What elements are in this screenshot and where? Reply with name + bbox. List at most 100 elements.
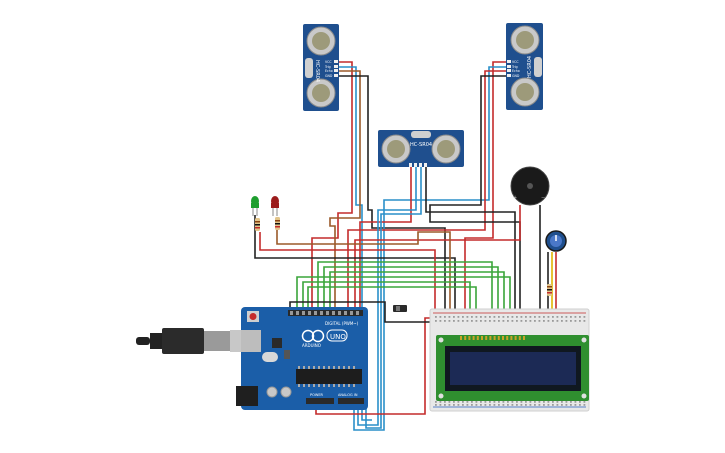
breadboard-hole <box>448 404 451 406</box>
wire-s2-echo[interactable] <box>347 70 506 315</box>
led-green[interactable] <box>251 196 259 216</box>
ultrasonic-sensor-1[interactable]: HC-SR04 VCC Trig Echo GND <box>303 24 339 111</box>
breadboard-hole <box>552 404 554 406</box>
breadboard-hole <box>583 316 586 318</box>
breadboard-hole <box>579 404 581 406</box>
breadboard-hole <box>480 316 482 318</box>
lcd-screen <box>450 352 576 385</box>
wire-s2-vcc[interactable] <box>464 61 506 315</box>
wire-lcd-d4[interactable] <box>296 276 511 336</box>
lcd-pin <box>464 336 467 340</box>
led-red-resistor[interactable] <box>275 217 280 230</box>
breadboard-hole <box>489 404 491 406</box>
potentiometer[interactable] <box>545 230 567 252</box>
breadboard-hole <box>516 404 518 406</box>
breadboard-hole <box>453 404 455 406</box>
slide-switch[interactable] <box>393 305 407 312</box>
breadboard-hole <box>502 316 505 318</box>
ultrasonic-sensor-2[interactable]: HC-SR04 VCC Trig Echo GND <box>506 23 543 110</box>
lcd-pin <box>485 336 488 340</box>
led-red[interactable] <box>271 196 279 216</box>
breadboard-hole <box>453 316 455 318</box>
lcd-16x2[interactable] <box>436 335 589 401</box>
breadboard-hole <box>556 316 559 318</box>
breadboard-hole <box>534 316 536 318</box>
wire-s3-vcc[interactable] <box>359 167 412 315</box>
sensor-1-pin-gnd: GND <box>325 74 333 78</box>
breadboard-hole <box>538 401 541 403</box>
lcd-pin <box>510 336 513 340</box>
breadboard-hole <box>570 316 572 318</box>
breadboard-hole <box>466 320 469 322</box>
ultrasonic-sensor-3[interactable]: HC-SR04 <box>378 130 464 167</box>
breadboard-hole <box>489 316 491 318</box>
breadboard-hole <box>520 320 523 322</box>
breadboard-hole <box>511 316 514 318</box>
wire-s3-trig[interactable] <box>357 167 417 426</box>
lcd-pins <box>460 336 525 340</box>
breadboard-hole <box>439 404 442 406</box>
breadboard-hole <box>448 320 451 322</box>
breadboard-hole <box>493 316 496 318</box>
breadboard-hole <box>466 404 469 406</box>
breadboard-hole <box>552 316 554 318</box>
breadboard-hole <box>516 316 518 318</box>
breadboard-hole <box>498 404 500 406</box>
sensor-1-pin-echo: Echo <box>325 69 333 73</box>
wire-s3-gnd[interactable] <box>425 167 516 315</box>
breadboard-hole <box>547 316 550 318</box>
wire-s1-vcc[interactable] <box>311 61 353 315</box>
breadboard-hole <box>570 401 572 403</box>
wire-led-red-a[interactable] <box>276 228 451 315</box>
breadboard-hole <box>534 320 536 322</box>
piezo-buzzer[interactable]: + − <box>510 166 550 206</box>
breadboard-hole <box>561 401 563 403</box>
breadboard-hole <box>435 404 437 406</box>
breadboard-hole <box>462 316 464 318</box>
lcd-pin <box>502 336 504 340</box>
breadboard-hole <box>502 404 505 406</box>
pot-resistor[interactable] <box>547 284 552 296</box>
breadboard-hole <box>552 320 554 322</box>
breadboard-hole <box>498 316 500 318</box>
wire-s1-echo[interactable] <box>329 70 361 315</box>
breadboard-hole <box>435 401 437 403</box>
breadboard-hole <box>520 401 523 403</box>
buzzer-plus-mark: + <box>513 195 517 201</box>
breadboard-hole <box>547 404 550 406</box>
wire-lcd-d2[interactable] <box>323 266 499 336</box>
breadboard-hole <box>444 316 446 318</box>
buzzer-minus-mark: − <box>541 195 545 201</box>
breadboard-hole <box>480 401 482 403</box>
arduino-analog-label: ANALOG IN <box>338 393 358 397</box>
breadboard-hole <box>466 401 469 403</box>
breadboard-hole <box>511 401 514 403</box>
breadboard-hole <box>484 320 487 322</box>
breadboard-hole <box>475 404 478 406</box>
lcd-pin <box>523 336 525 340</box>
wire-gnd[interactable] <box>289 301 440 323</box>
breadboard-hole <box>507 404 509 406</box>
wire-s3-echo[interactable] <box>365 167 422 429</box>
wire-lcd-d1[interactable] <box>317 261 493 336</box>
breadboard-hole <box>529 316 532 318</box>
breadboard-hole <box>457 316 460 318</box>
wire-lcd-d3[interactable] <box>329 271 505 336</box>
breadboard-hole <box>583 401 586 403</box>
wire-s2-gnd[interactable] <box>429 75 521 315</box>
breadboard-hole <box>480 404 482 406</box>
breadboard-hole <box>529 401 532 403</box>
wire-s1-gnd[interactable] <box>338 75 446 315</box>
arduino-uno-board[interactable]: DIGITAL (PWM~) ARDUINO UNO <box>236 307 368 410</box>
usb-cable[interactable] <box>136 328 244 354</box>
wire-s2-trig[interactable] <box>353 66 506 431</box>
breadboard-hole <box>466 316 469 318</box>
sensor-2-pin-trig: Trig <box>511 65 518 69</box>
sensor-2-pin-vcc: VCC <box>512 60 519 64</box>
lcd-pin <box>476 336 479 340</box>
breadboard-hole <box>453 320 455 322</box>
wire-s1-trig[interactable] <box>338 66 372 421</box>
led-green-resistor[interactable] <box>255 218 260 231</box>
arduino-model-label: UNO <box>330 333 346 341</box>
